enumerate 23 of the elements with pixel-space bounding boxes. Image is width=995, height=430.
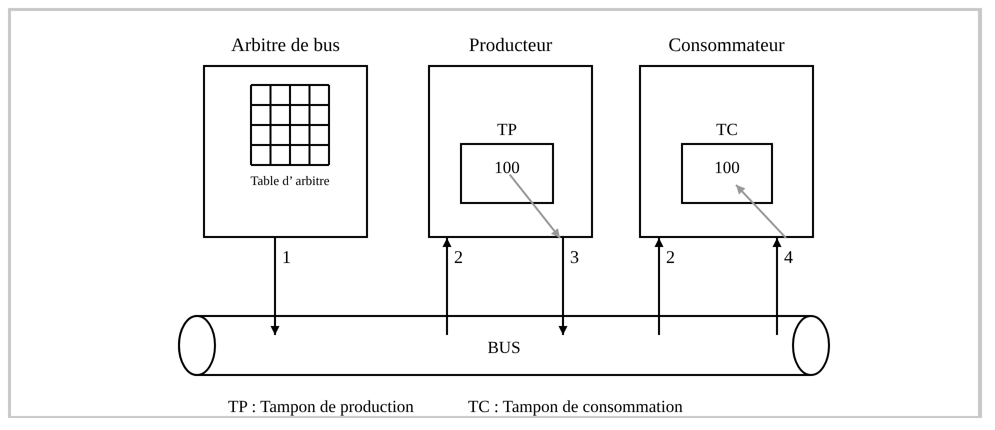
legend-note: TC : Tampon de consommation [468, 398, 683, 415]
box-heading: Producteur [468, 36, 554, 55]
edge-label: 4 [783, 248, 794, 266]
arrow [442, 238, 452, 335]
edge-label: 1 [281, 248, 292, 266]
buffer-value: 100 [493, 159, 521, 176]
edge-label: 3 [569, 248, 580, 266]
box-heading: Consommateur [667, 36, 786, 55]
box-heading: Arbitre de bus [230, 36, 341, 55]
arrow [270, 238, 280, 335]
buffer-name: TC [715, 121, 739, 138]
arrow [558, 238, 568, 335]
edge-label: 2 [453, 248, 464, 266]
arrow [735, 184, 787, 239]
arrow [508, 174, 561, 239]
edge-label: 2 [665, 248, 676, 266]
table-caption: Table d’ arbitre [250, 174, 330, 187]
legend-note: TP : Tampon de production [228, 398, 414, 415]
buffer-name: TP [496, 121, 518, 138]
arrow [772, 238, 782, 335]
bus-label: BUS [486, 339, 522, 356]
buffer-value: 100 [713, 159, 741, 176]
arrow [654, 238, 664, 335]
